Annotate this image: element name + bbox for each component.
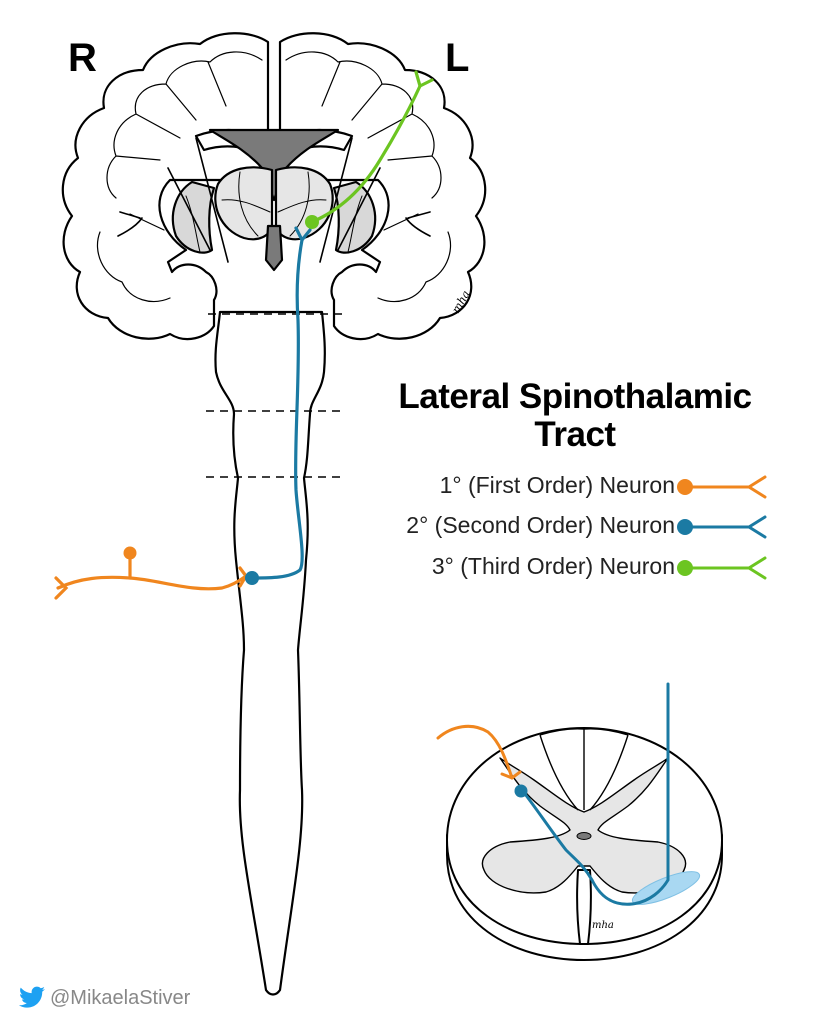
- central-canal: [576, 832, 592, 840]
- left-thalamus: [274, 166, 334, 241]
- left-gyri: [285, 51, 452, 303]
- anterior-median-fissure: [576, 869, 592, 945]
- legend-item-second-order: 2° (Second Order) Neuron: [250, 508, 810, 548]
- lentiform-lamina: [185, 195, 363, 253]
- right-thalamus: [214, 166, 274, 241]
- brainstem-spinal-cord: [214, 310, 326, 996]
- second-order-cell-body: [245, 571, 259, 585]
- second-order-neuron-path: [250, 226, 312, 580]
- right-gyri: [96, 51, 263, 303]
- insular-fissures: [117, 211, 431, 237]
- third-order-neuron-path: [310, 70, 434, 224]
- legend-item-first-order: 1° (First Order) Neuron: [250, 468, 810, 508]
- dorsal-columns: [539, 728, 629, 811]
- title-line-2: Tract: [534, 415, 616, 454]
- right-side-label: R: [68, 36, 97, 80]
- legend-label: 2° (Second Order) Neuron: [406, 512, 675, 538]
- legend-item-third-order: 3° (Third Order) Neuron: [250, 549, 810, 589]
- left-hemisphere: [278, 32, 487, 341]
- right-hemisphere: [61, 32, 270, 341]
- left-side-label: L: [445, 36, 470, 80]
- neuron-symbol-icon: [677, 515, 767, 539]
- brain-coronal-section: mha: [61, 32, 487, 341]
- level-lines: [206, 313, 344, 478]
- lateral-spinothalamic-region: [631, 871, 701, 905]
- first-order-cell-body: [123, 546, 137, 560]
- third-order-cell-body: [305, 215, 319, 229]
- neuron-symbol-icon: [677, 475, 767, 499]
- twitter-bird-icon: [18, 986, 45, 1008]
- cross-section-second-order-path: [520, 682, 670, 906]
- first-order-neuron-path: [54, 554, 248, 600]
- signature-cord: mha: [592, 920, 614, 931]
- spinal-cord-cross-section: mha: [446, 727, 723, 961]
- diagram-title: Lateral Spinothalamic Tract: [355, 378, 795, 454]
- title-line-1: Lateral Spinothalamic: [398, 377, 752, 416]
- third-ventricle: [264, 224, 284, 272]
- thalamic-lamina: [221, 171, 327, 237]
- legend-label: 1° (First Order) Neuron: [439, 472, 675, 498]
- legend-label: 3° (Third Order) Neuron: [431, 553, 675, 579]
- cross-section-first-order-path: [436, 724, 522, 780]
- cross-section-second-order-cell-body: [514, 784, 528, 798]
- neuron-symbol-icon: [677, 556, 767, 580]
- author-handle: @MikaelaStiver: [50, 987, 191, 1009]
- internal-capsule: [167, 137, 381, 263]
